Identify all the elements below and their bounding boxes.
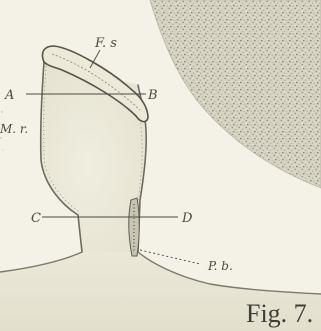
label-d: D bbox=[181, 211, 193, 226]
label-c: C bbox=[31, 211, 41, 226]
stippled-tissue-mass bbox=[150, 0, 321, 188]
label-b: B bbox=[147, 88, 158, 103]
pb-structure bbox=[129, 198, 139, 256]
figure-caption: Fig. 7. bbox=[246, 299, 313, 328]
label-a: A bbox=[4, 88, 14, 103]
label-fs: F. s bbox=[94, 36, 117, 51]
label-mr: M. r. bbox=[0, 122, 28, 136]
label-pb: P. b. bbox=[207, 259, 233, 273]
